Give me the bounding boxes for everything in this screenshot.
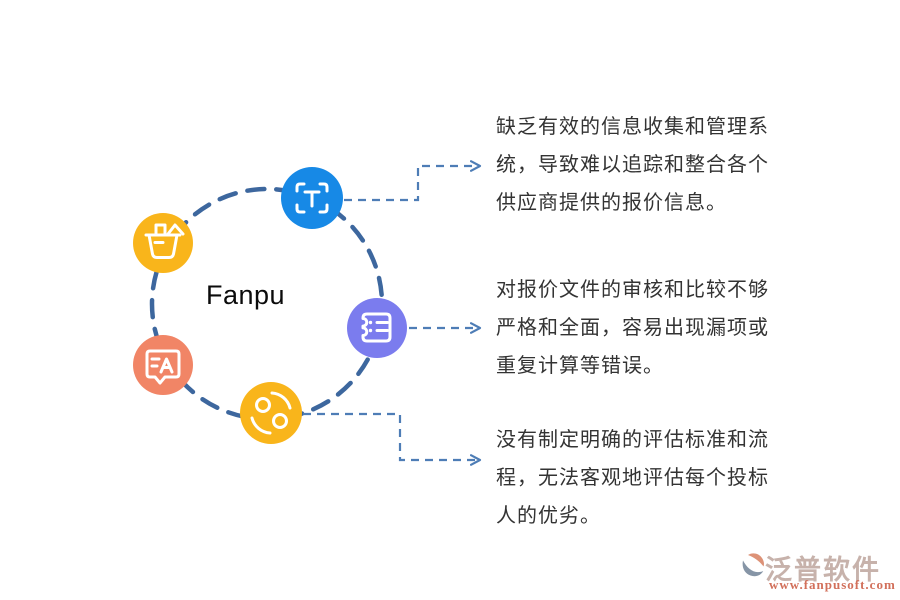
ticket-list-icon <box>347 298 407 358</box>
text-scan-icon <box>281 167 343 229</box>
annotation-line: 供应商提供的报价信息。 <box>496 192 727 214</box>
annotation-line: 统，导致难以追踪和整合各个 <box>496 154 769 176</box>
annotation-line: 人的优劣。 <box>496 505 601 527</box>
translate-chat-icon <box>133 335 193 395</box>
annotation-line: 对报价文件的审核和比较不够 <box>496 279 769 301</box>
sync-share-icon <box>240 382 302 444</box>
fanpu-logo-url: www.fanpusoft.com <box>769 577 896 592</box>
fanpu-logo-icon <box>742 553 764 577</box>
fanpu-logo-brand: 泛普软件 <box>765 555 881 585</box>
connector-3 <box>303 412 482 466</box>
annotation-line: 重复计算等错误。 <box>496 355 664 377</box>
annotation-line: 没有制定明确的评估标准和流 <box>496 429 769 451</box>
annotation-block-3: 没有制定明确的评估标准和流 程，无法客观地评估每个投标 人的优劣。 <box>496 421 786 535</box>
fanpu-logo: 泛普软件 www.fanpusoft.com <box>738 548 895 593</box>
annotation-block-1: 缺乏有效的信息收集和管理系 统，导致难以追踪和整合各个 供应商提供的报价信息。 <box>496 108 786 222</box>
connector-1 <box>344 160 482 202</box>
annotation-block-2: 对报价文件的审核和比较不够 严格和全面，容易出现漏项或 重复计算等错误。 <box>496 271 786 385</box>
annotation-line: 程，无法客观地评估每个投标 <box>496 467 769 489</box>
annotation-line: 严格和全面，容易出现漏项或 <box>496 317 769 339</box>
shopping-basket-icon <box>133 213 193 273</box>
brand-center-label: Fanpu <box>206 280 286 310</box>
annotation-line: 缺乏有效的信息收集和管理系 <box>496 116 769 138</box>
